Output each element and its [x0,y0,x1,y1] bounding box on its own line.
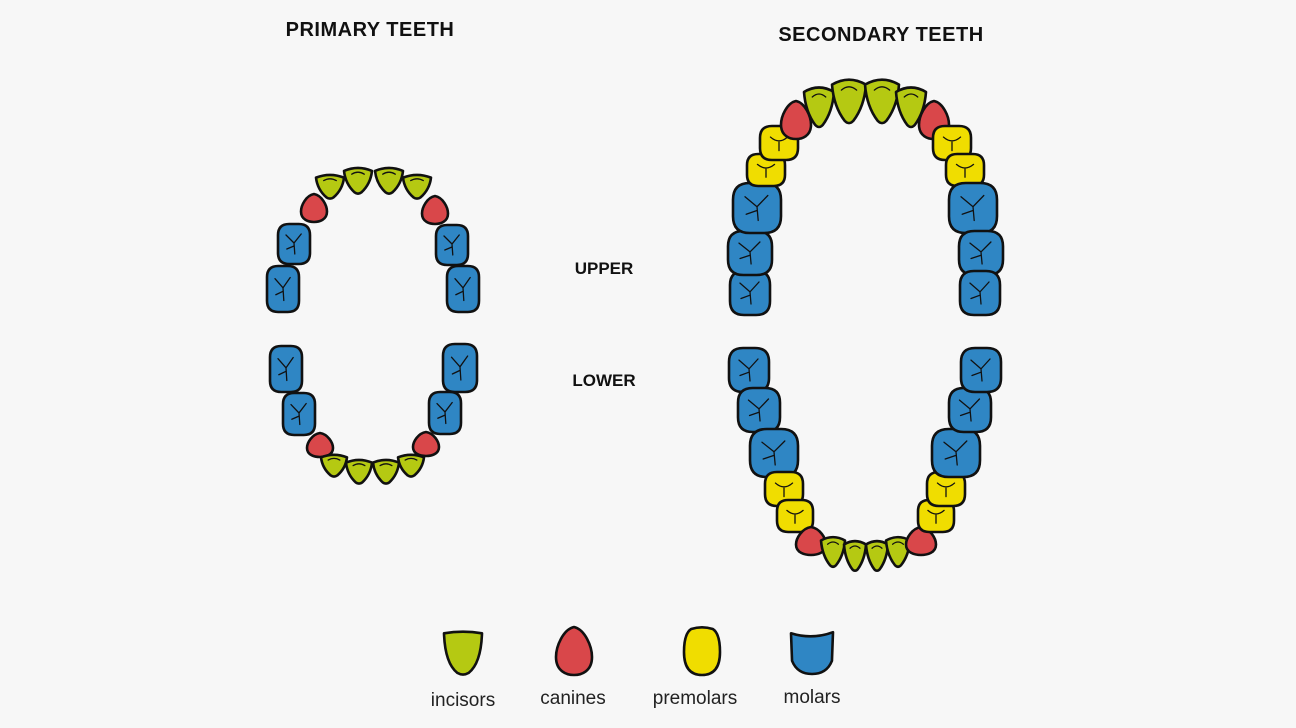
secondary-lower-incisor-groove [826,541,840,545]
secondary-lower-molar-groove [958,398,981,422]
secondary-lower-molar-groove [747,398,770,422]
primary-lower-arch [268,342,479,485]
primary-lower-incisor-groove [379,463,393,467]
secondary-upper-incisor-groove [903,93,919,98]
primary-upper-incisor-groove [410,178,424,182]
primary-upper-molar-groove [454,276,471,302]
primary-upper-incisor-groove [323,178,337,182]
primary-upper-incisor-groove [351,171,365,175]
secondary-lower-premolar-groove [936,482,956,498]
secondary-upper-incisor-tooth [802,86,836,129]
primary-upper-canine-tooth [299,192,329,224]
secondary-lower-molar-groove [761,440,786,466]
secondary-upper-premolar-groove [942,136,962,152]
secondary-lower-arch [727,346,1003,573]
primary-teeth-title: PRIMARY TEETH [285,19,455,41]
secondary-teeth-title: SECONDARY TEETH [778,24,984,46]
secondary-upper-incisor-tooth [863,78,901,125]
primary-upper-canine-tooth [420,194,450,226]
primary-upper-molar-groove [443,234,460,256]
primary-lower-incisor-tooth [344,458,374,485]
secondary-upper-premolar-groove [756,163,776,178]
secondary-lower-molar-groove [943,440,968,466]
secondary-lower-canine-tooth [904,525,938,557]
primary-lower-incisor-tooth [396,453,426,478]
lower-arch-label: LOWER [572,371,636,390]
primary-lower-incisor-groove [404,457,418,461]
secondary-lower-premolar-groove [786,509,804,524]
secondary-upper-molar-groove [739,281,760,305]
secondary-upper-incisor-groove [811,93,827,98]
legend-canine-swatch [554,625,594,677]
primary-lower-molar-groove [277,356,294,382]
primary-lower-molar-groove [436,401,453,425]
secondary-upper-incisor-tooth [830,78,868,125]
legend-label-canines: canines [540,688,606,709]
primary-lower-canine-tooth [305,431,335,459]
legend-molar-swatch [789,630,835,676]
primary-upper-incisor-tooth [401,173,433,200]
primary-lower-molar-groove [450,355,469,381]
primary-lower-incisor-tooth [371,458,401,485]
legend-label-molars: molars [783,687,841,708]
primary-upper-incisor-tooth [373,166,405,195]
secondary-upper-molar-groove [969,281,990,305]
secondary-upper-molar-groove [969,241,992,265]
primary-upper-incisor-tooth [314,173,346,200]
upper-arch-label: UPPER [574,259,634,278]
primary-lower-molar-groove [290,402,307,426]
secondary-lower-incisor-groove [891,541,905,545]
secondary-lower-incisor-tooth [884,535,912,569]
primary-upper-molar-groove [285,233,302,255]
secondary-lower-molar-groove [970,358,991,382]
primary-upper-incisor-groove [382,171,396,175]
legend-swatches [442,625,835,677]
secondary-lower-molar-groove [738,358,759,382]
secondary-upper-premolar-groove [955,163,975,178]
secondary-upper-molar-groove [960,194,985,222]
secondary-lower-incisor-tooth [819,535,847,569]
legend-label-incisors: incisors [430,690,496,711]
legend-incisor-swatch [442,630,484,676]
primary-lower-incisor-groove [352,463,366,467]
secondary-lower-incisor-groove [871,545,883,549]
legend-premolar-swatch [682,625,722,677]
secondary-lower-premolar-groove [927,509,945,524]
primary-upper-molar-groove [274,276,291,302]
secondary-upper-incisor-groove [873,86,891,91]
secondary-upper-molar-groove [738,241,761,265]
primary-lower-incisor-tooth [319,453,349,478]
primary-upper-incisor-tooth [342,166,374,195]
secondary-lower-incisor-groove [849,545,861,549]
legend-label-premolars: premolars [652,688,738,709]
primary-upper-arch [265,166,481,314]
secondary-upper-molar-groove [744,194,769,222]
primary-lower-incisor-groove [327,457,341,461]
secondary-upper-incisor-groove [840,86,858,91]
primary-lower-canine-tooth [411,430,441,458]
secondary-lower-premolar-groove [774,482,794,498]
secondary-upper-arch [726,78,1005,317]
secondary-upper-incisor-tooth [894,86,928,129]
secondary-upper-premolar-groove [769,136,789,152]
